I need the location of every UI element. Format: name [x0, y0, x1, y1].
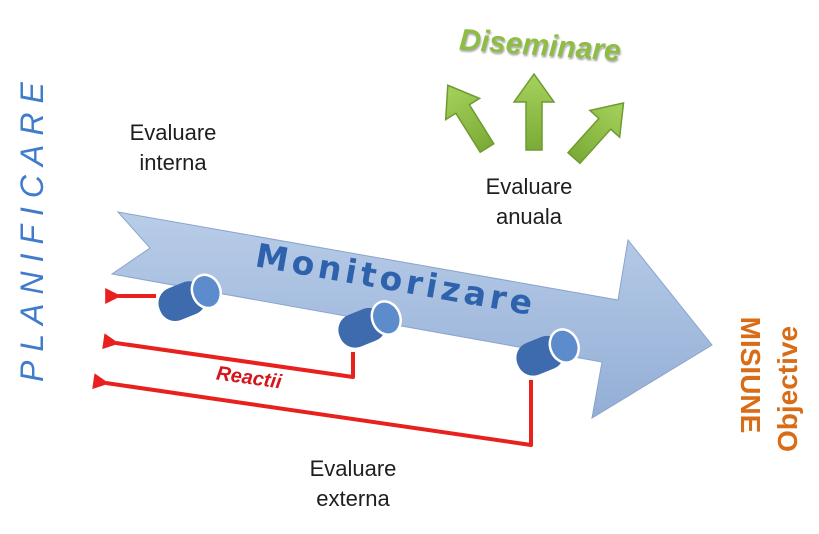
cylinder-3 [516, 328, 580, 376]
outcome-line2: Objective [772, 325, 803, 453]
main-process-arrow [110, 211, 713, 420]
green-arrow-right [566, 102, 625, 165]
internal-eval-line2: interna [139, 150, 207, 175]
dissemination-arrows [444, 72, 625, 165]
internal-eval-line1: Evaluare [129, 120, 217, 145]
annual-eval-line1: Evaluare [485, 174, 573, 199]
cylinder-1 [158, 273, 223, 322]
internal-eval-label: Evaluare interna [108, 118, 238, 178]
feedback-line-3 [92, 373, 533, 447]
planning-label: PLANIFICARE [14, 73, 50, 382]
annual-eval-line2: anuala [495, 204, 563, 229]
feedback-lines [92, 288, 533, 447]
annual-eval-label: Evaluare anuala [464, 172, 594, 232]
green-arrow-middle [512, 72, 556, 151]
feedback-line-2 [102, 333, 355, 379]
external-eval-label: Evaluare externa [288, 454, 418, 514]
external-eval-line1: Evaluare [309, 456, 397, 481]
green-arrow-left [444, 84, 495, 154]
cylinder-2 [338, 300, 402, 348]
outcome-line1: MISIUNE [735, 316, 766, 434]
external-eval-line2: externa [316, 486, 390, 511]
